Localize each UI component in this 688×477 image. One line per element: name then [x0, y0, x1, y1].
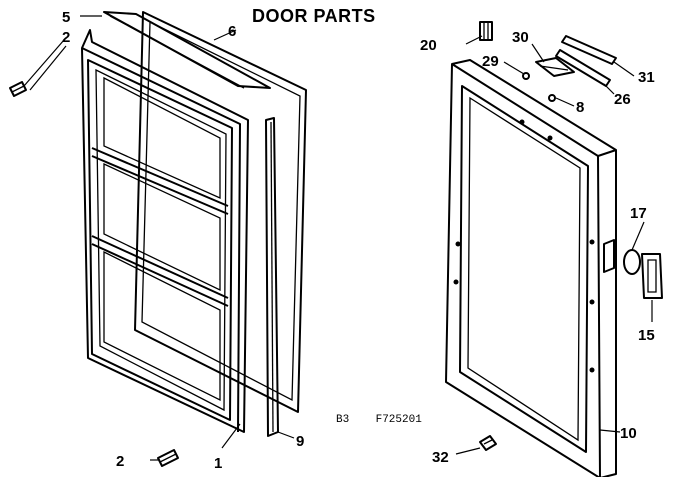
leader-lines: [23, 15, 653, 461]
callout-9: 9: [296, 433, 304, 450]
drawing-code: B3 F725201: [336, 414, 422, 426]
outer-door-panel: [445, 59, 617, 477]
screw-lower: [157, 449, 179, 467]
trim-strip-26: [555, 49, 611, 87]
callout-29: 29: [482, 53, 499, 70]
callout-6: 6: [228, 23, 236, 40]
callout-5: 5: [62, 9, 70, 26]
door-liner: [81, 29, 249, 433]
trim-strip-31: [561, 35, 617, 65]
callout-17: 17: [630, 205, 647, 222]
callout-10: 10: [620, 425, 637, 442]
callout-31: 31: [638, 69, 655, 86]
callout-26: 26: [614, 91, 631, 108]
handle-cap: [623, 249, 641, 275]
door-gasket: [134, 11, 307, 413]
door-handle: [641, 253, 663, 299]
washer: [522, 72, 530, 80]
bracket: [535, 57, 575, 77]
breaker-strip: [103, 11, 271, 89]
hinge-pin: [479, 21, 493, 41]
callout-2-upper: 2: [62, 29, 70, 46]
callout-1: 1: [214, 455, 222, 472]
spacer: [548, 94, 556, 102]
callout-32: 32: [432, 449, 449, 466]
screw-upper: [9, 81, 27, 97]
callout-8: 8: [576, 99, 584, 116]
callout-30: 30: [512, 29, 529, 46]
bottom-plug: [479, 435, 497, 451]
door-seal-strip: [265, 117, 279, 437]
callout-15: 15: [638, 327, 655, 344]
diagram-title: DOOR PARTS: [252, 6, 376, 26]
callout-20: 20: [420, 37, 437, 54]
callout-2-lower: 2: [116, 453, 124, 470]
